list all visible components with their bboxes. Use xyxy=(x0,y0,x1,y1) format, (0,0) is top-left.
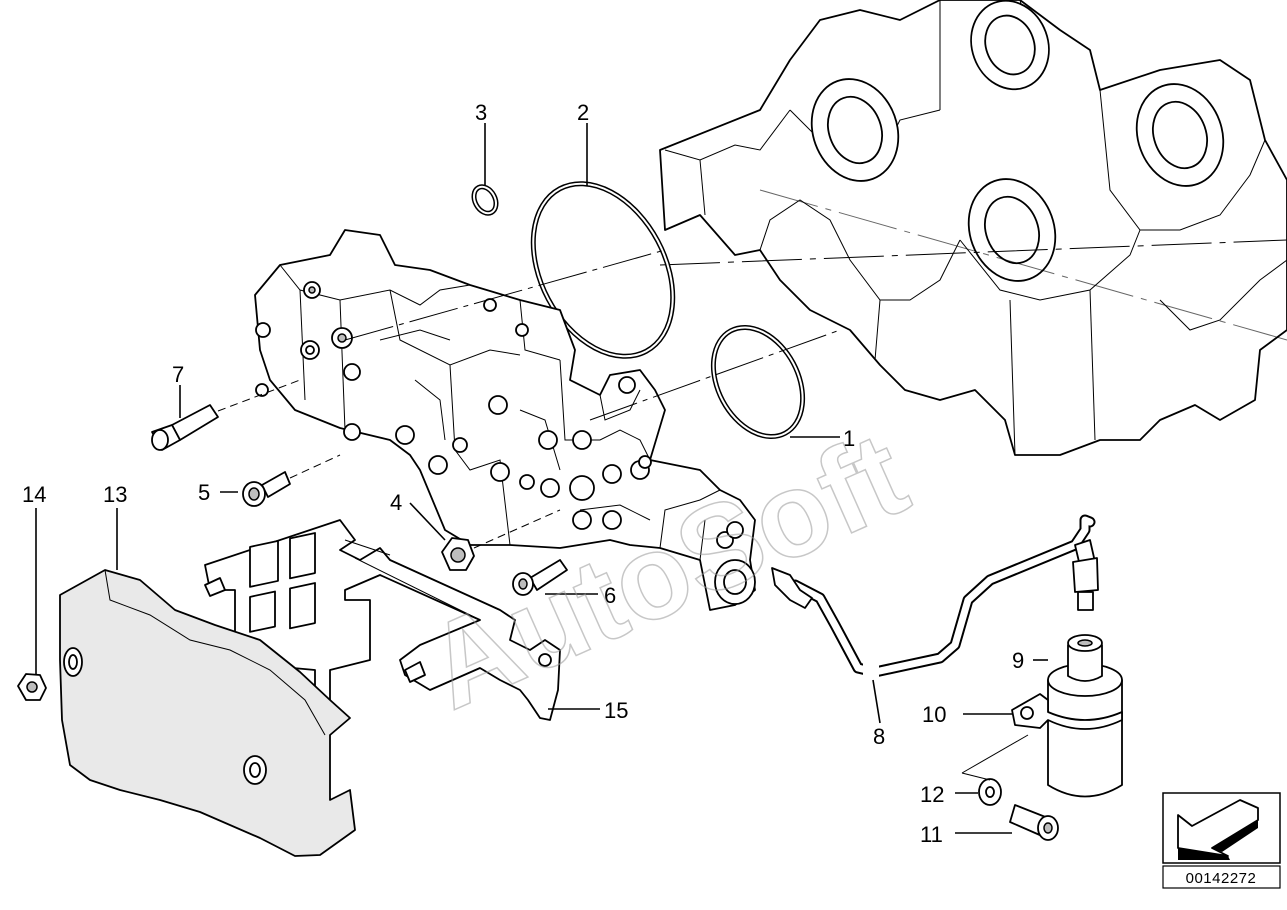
callout-1: 1 xyxy=(843,426,855,451)
nut-14 xyxy=(17,673,47,701)
callout-8: 8 xyxy=(873,724,885,749)
washer-12 xyxy=(978,778,1002,806)
bolt-11 xyxy=(1009,804,1059,841)
pipe-8 xyxy=(771,514,1099,680)
pump-housing xyxy=(254,229,841,611)
clamp-10 xyxy=(1011,693,1123,730)
callout-11: 11 xyxy=(920,822,943,847)
engine-block xyxy=(659,0,1287,456)
callout-15: 15 xyxy=(604,698,628,723)
callout-14: 14 xyxy=(22,482,46,507)
sealing-ring-small xyxy=(471,184,499,216)
callout-5: 5 xyxy=(198,480,210,505)
bolt-6 xyxy=(512,559,568,596)
callout-labels: 1 2 3 4 5 6 7 8 9 10 11 12 13 14 15 xyxy=(22,100,1024,847)
nut-4 xyxy=(441,509,561,571)
arrow-down-left-icon xyxy=(1162,792,1281,864)
o-ring-small xyxy=(710,324,806,440)
callout-12: 12 xyxy=(920,782,944,807)
callout-10: 10 xyxy=(922,702,946,727)
receiver-dryer-9 xyxy=(1047,634,1123,798)
callout-9: 9 xyxy=(1012,648,1024,673)
cover-13 xyxy=(59,569,356,857)
callout-2: 2 xyxy=(577,100,589,125)
document-id: 00142272 xyxy=(1186,870,1257,887)
leader-lines xyxy=(35,123,1048,834)
callout-6: 6 xyxy=(604,583,616,608)
bolt-5 xyxy=(242,454,341,507)
o-ring-large xyxy=(530,181,676,359)
callout-4: 4 xyxy=(390,490,402,515)
callout-13: 13 xyxy=(103,482,127,507)
callout-7: 7 xyxy=(172,362,184,387)
callout-3: 3 xyxy=(475,100,487,125)
bolt-7 xyxy=(151,379,301,451)
